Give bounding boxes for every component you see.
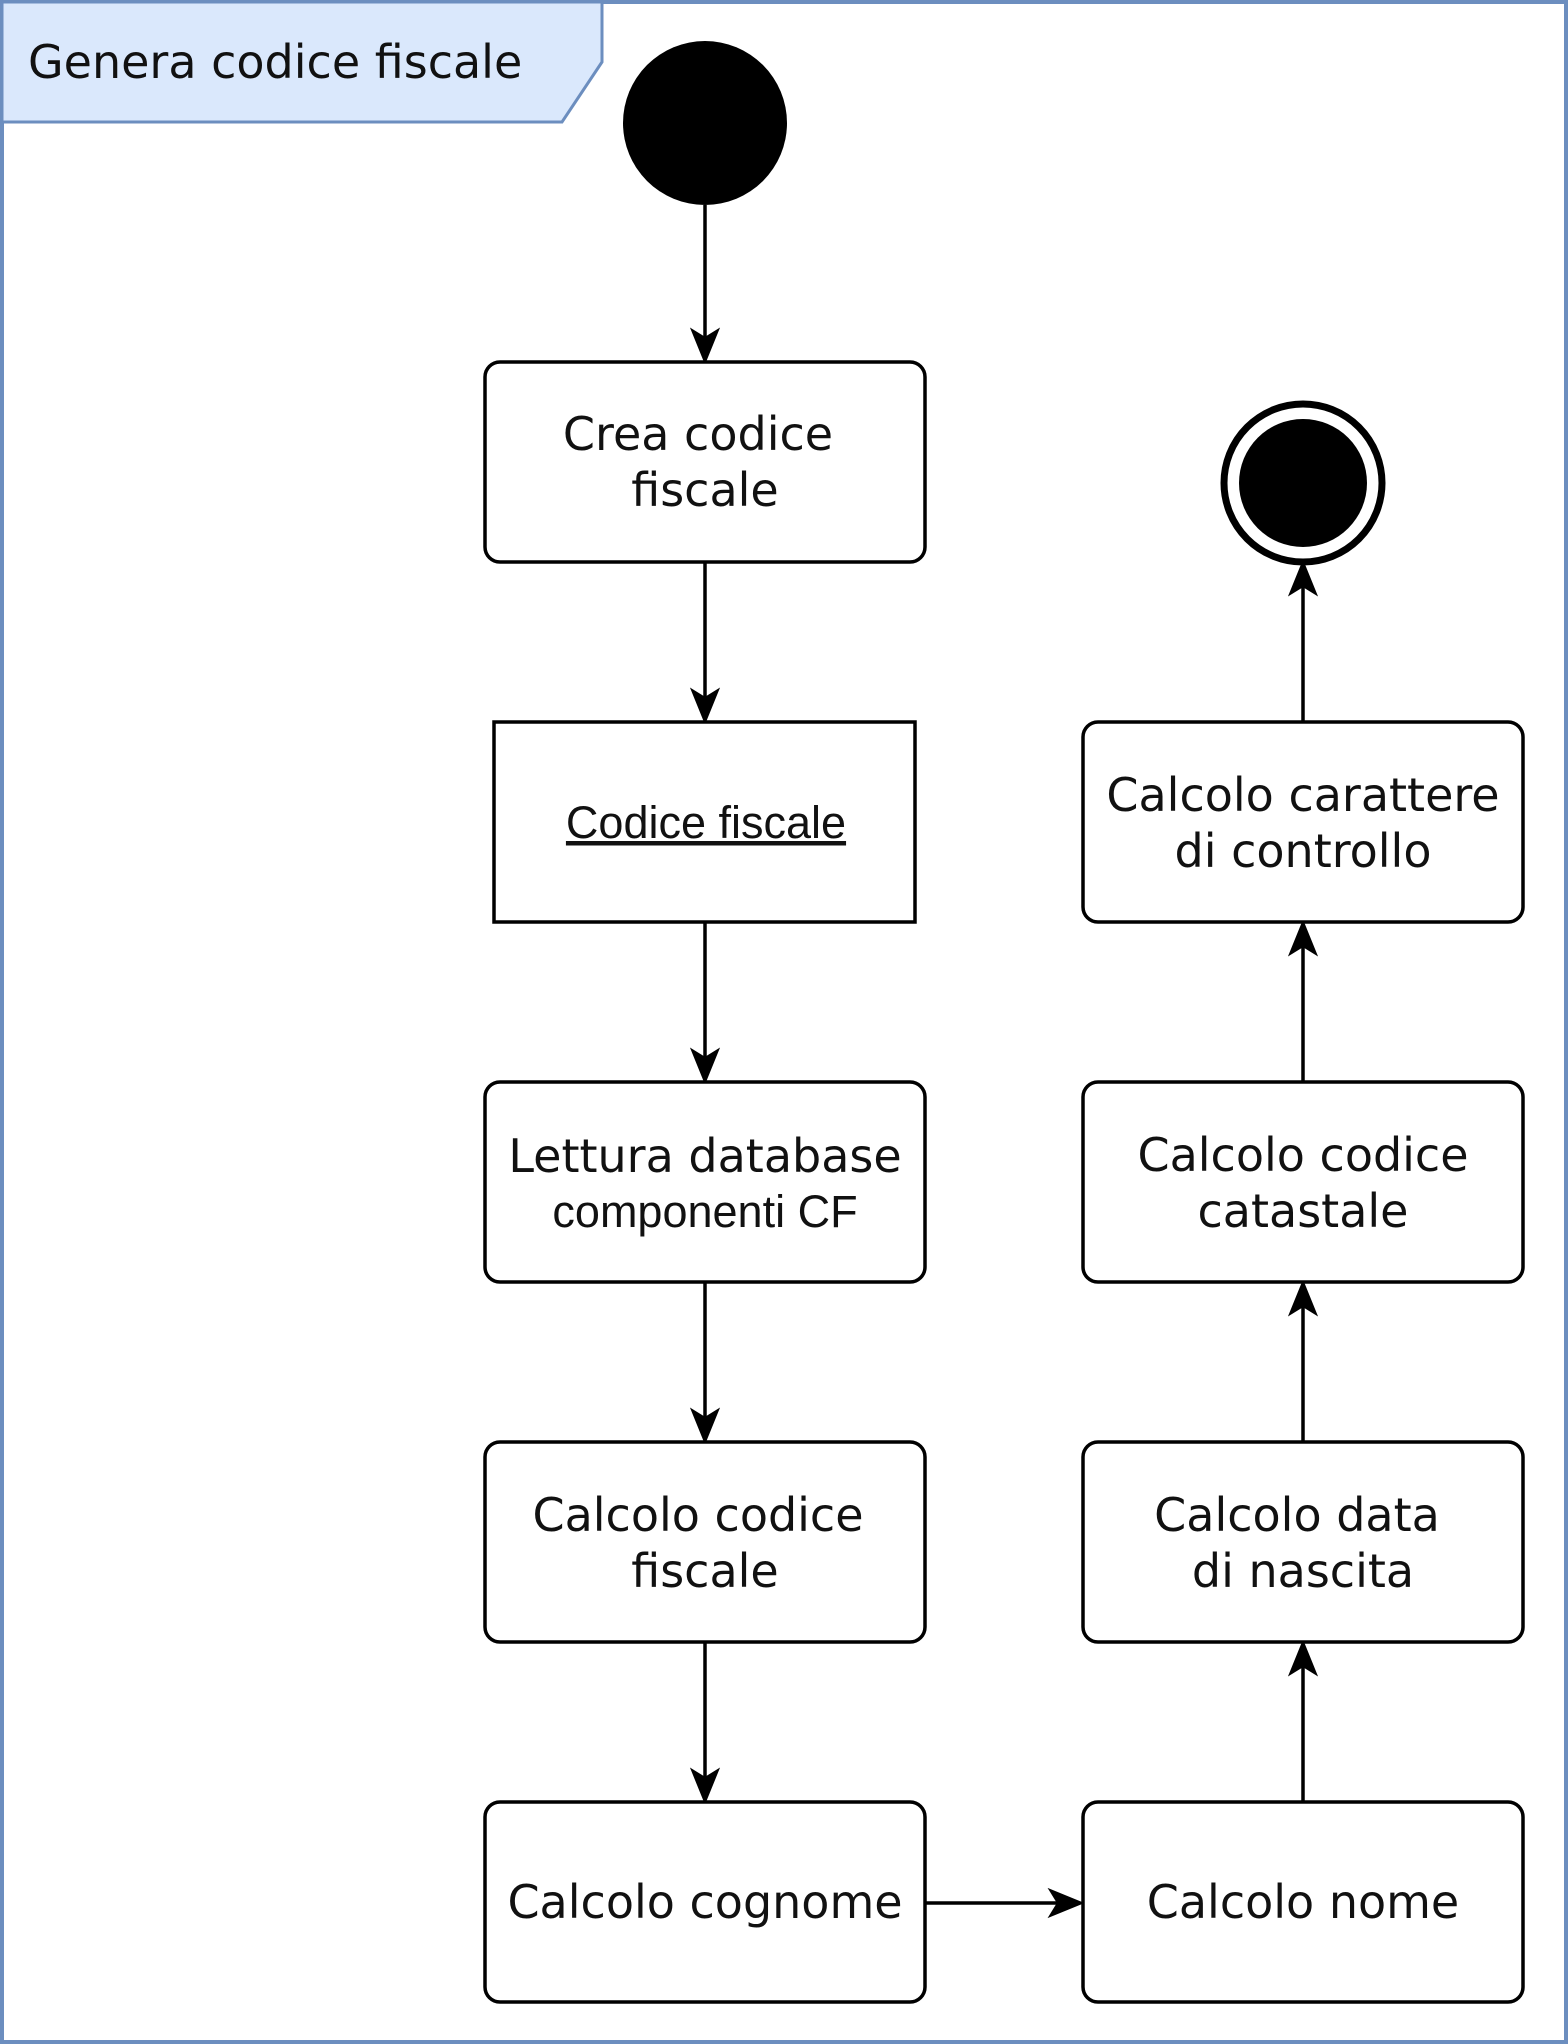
- action-data-line2: di nascita: [1192, 1544, 1414, 1598]
- action-calcolo-carattere-controllo: Calcolo carattere di controllo: [1081, 720, 1525, 924]
- arrowhead: [1287, 559, 1319, 597]
- action-controllo-line1: Calcolo carattere: [1106, 768, 1499, 822]
- action-lettura-line1: Lettura database: [508, 1129, 901, 1183]
- arrowhead: [689, 1767, 721, 1805]
- action-crea-line1: Crea codice: [563, 407, 833, 461]
- object-codice-fiscale: Codice fiscale: [492, 720, 917, 924]
- action-crea-codice-fiscale: Crea codice fiscale: [483, 360, 927, 564]
- arrowhead: [1047, 1887, 1085, 1919]
- arrowhead: [1287, 919, 1319, 957]
- action-lettura-line2: componenti CF: [552, 1186, 857, 1237]
- action-calcolo-codice-fiscale: Calcolo codice fiscale: [483, 1440, 927, 1644]
- arrowhead: [1287, 1639, 1319, 1677]
- arrowhead: [689, 687, 721, 725]
- action-catastale-line1: Calcolo codice: [1137, 1128, 1468, 1182]
- action-controllo-line2: di controllo: [1175, 824, 1432, 878]
- arrowhead: [689, 1047, 721, 1085]
- action-calcolo-cf-line1: Calcolo codice: [532, 1488, 863, 1542]
- action-cognome-label: Calcolo cognome: [507, 1875, 902, 1929]
- edges: [689, 205, 1319, 1919]
- action-calcolo-data-nascita: Calcolo data di nascita: [1081, 1440, 1525, 1644]
- action-calcolo-codice-catastale: Calcolo codice catastale: [1081, 1080, 1525, 1284]
- action-calcolo-cf-line2: fiscale: [631, 1544, 779, 1598]
- action-catastale-line2: catastale: [1198, 1184, 1409, 1238]
- arrowhead: [1287, 1279, 1319, 1317]
- action-nome-label: Calcolo nome: [1147, 1875, 1459, 1929]
- action-lettura-database: Lettura database componenti CF: [483, 1080, 927, 1284]
- frame-title: Genera codice fiscale: [28, 35, 522, 89]
- final-node-dot: [1239, 419, 1367, 547]
- frame-title-tab: [0, 0, 604, 124]
- arrowhead: [689, 1407, 721, 1445]
- initial-node: [623, 41, 787, 205]
- object-codice-fiscale-label: Codice fiscale: [566, 797, 846, 848]
- arrowhead: [689, 327, 721, 365]
- action-calcolo-cognome: Calcolo cognome: [483, 1800, 927, 2004]
- action-data-line1: Calcolo data: [1154, 1488, 1440, 1542]
- action-crea-line2: fiscale: [631, 463, 779, 517]
- final-node: [1220, 400, 1386, 566]
- action-calcolo-nome: Calcolo nome: [1081, 1800, 1525, 2004]
